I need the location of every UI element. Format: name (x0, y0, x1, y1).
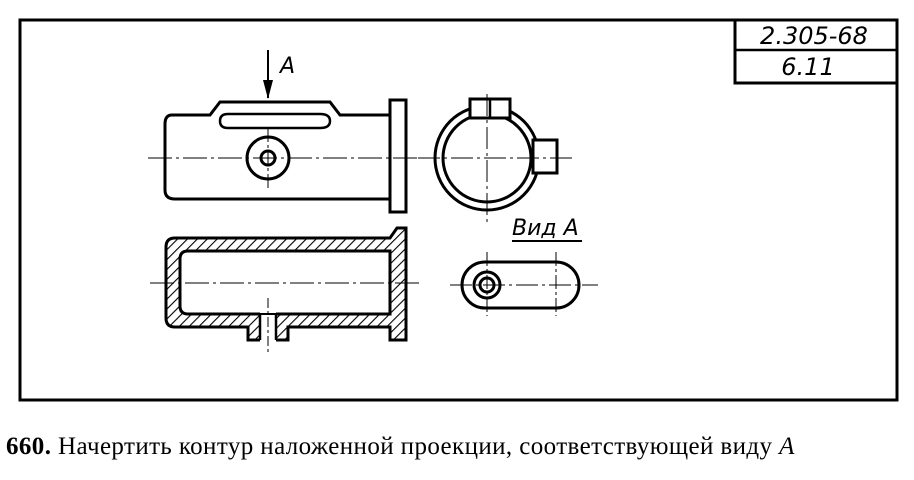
stamp-figure: 6.11 (781, 53, 834, 81)
drawing-frame (18, 18, 899, 402)
view-a (450, 252, 598, 316)
technical-drawing: 2.305-68 6.11 A (18, 18, 899, 402)
arrow-letter-label: A (278, 54, 295, 79)
task-caption: 660. Начертить контур наложенной проекци… (6, 433, 911, 461)
section-view (150, 226, 420, 354)
stamp-standard: 2.305-68 (760, 22, 868, 50)
task-variable: А (779, 433, 795, 460)
task-number: 660. (6, 433, 52, 460)
side-view (418, 94, 574, 222)
task-text: Начертить контур наложенной проекции, со… (58, 433, 773, 460)
view-a-label: Вид А (512, 216, 579, 241)
front-view (148, 50, 420, 214)
stamp-table: 2.305-68 6.11 (733, 18, 899, 85)
